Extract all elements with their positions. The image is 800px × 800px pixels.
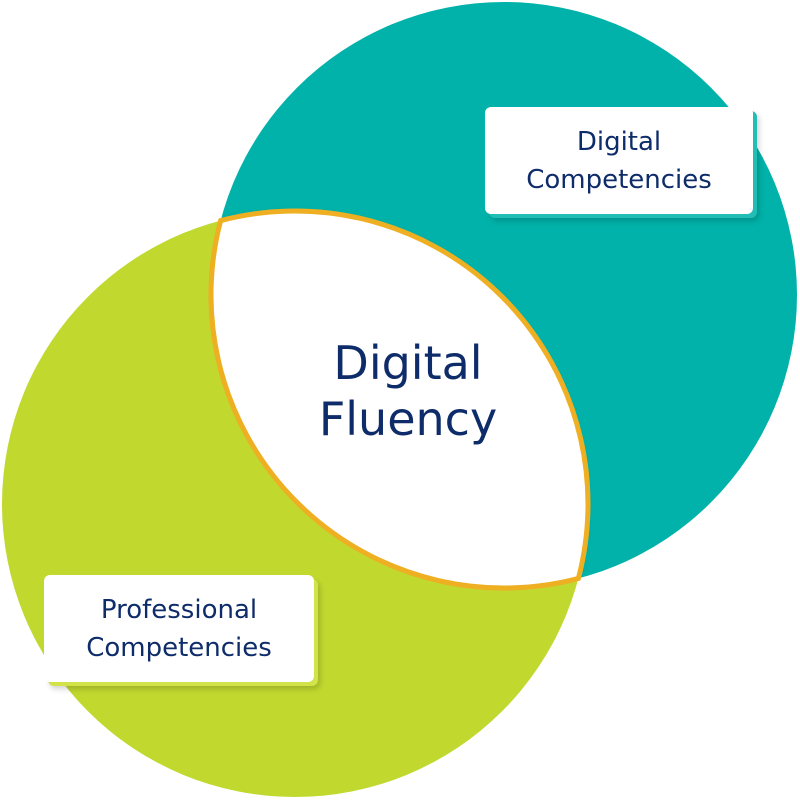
digital-fluency-line2: Fluency xyxy=(318,392,498,446)
digital-competencies-line2: Competencies xyxy=(526,164,712,195)
digital-fluency-title: Digital Fluency xyxy=(258,335,558,447)
intersection-border xyxy=(208,208,591,591)
digital-competencies-line1: Digital xyxy=(576,126,662,157)
professional-competencies-line1: Professional xyxy=(100,594,258,625)
digital-fluency-line1: Digital xyxy=(333,336,483,390)
professional-competencies-line2: Competencies xyxy=(86,632,272,663)
